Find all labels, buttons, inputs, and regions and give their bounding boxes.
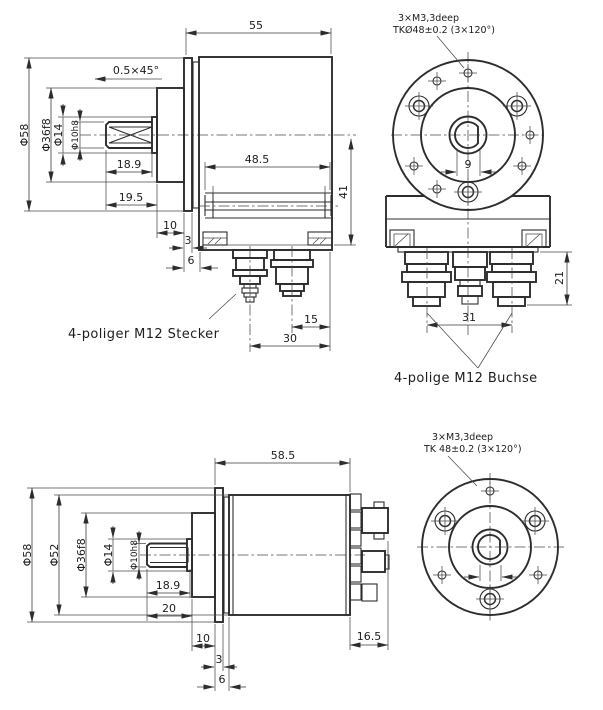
m12-socket-right bbox=[486, 248, 537, 333]
top-side-view: 55 0.5×45° Φ58 Φ36f8 Φ14 Φ10h8 bbox=[18, 19, 356, 352]
shaft bbox=[105, 116, 158, 154]
dim-15: 15 bbox=[304, 313, 318, 326]
flange-outline bbox=[421, 478, 559, 616]
plug-label: 4-poliger M12 Stecker bbox=[68, 327, 220, 342]
chamfer-note: 0.5×45° bbox=[113, 64, 159, 77]
dim-dia14: Φ14 bbox=[102, 544, 115, 567]
dim-10: 10 bbox=[196, 632, 210, 645]
bottom-side-view: 58.5 Φ58 Φ52 Φ36f8 Φ14 Φ10h8 bbox=[21, 449, 390, 691]
dim-16-5: 16.5 bbox=[357, 630, 382, 643]
m12-plug bbox=[232, 246, 268, 352]
dim-21: 21 bbox=[553, 271, 566, 285]
dim-dia58: Φ58 bbox=[18, 124, 31, 147]
m3-holes bbox=[433, 482, 547, 584]
socket-label: 4-polige M12 Buchse bbox=[394, 371, 538, 386]
m3-holes bbox=[405, 64, 531, 175]
bore-width-dim bbox=[464, 565, 517, 581]
clamp-screws bbox=[405, 92, 531, 206]
dim-18-9: 18.9 bbox=[156, 579, 181, 592]
center-bore bbox=[471, 528, 509, 566]
clamp-screws bbox=[431, 507, 549, 613]
housing-base bbox=[385, 195, 551, 253]
dim-10: 10 bbox=[163, 219, 177, 232]
dim-dia14: Φ14 bbox=[52, 124, 65, 147]
dim-dia36: Φ36f8 bbox=[40, 118, 53, 152]
dim-30: 30 bbox=[283, 332, 297, 345]
dim-dia58: Φ58 bbox=[21, 544, 34, 567]
hole-note-line1: 3×M3,3deep bbox=[398, 13, 459, 24]
dim-55: 55 bbox=[249, 19, 263, 32]
dimensions-top-side: 55 0.5×45° Φ58 Φ36f8 Φ14 Φ10h8 bbox=[18, 19, 356, 351]
center-bore bbox=[448, 115, 488, 155]
hole-note-line2: TK 48±0.2 (3×120°) bbox=[423, 444, 522, 455]
dimensions-top-front: 9 31 21 4-polige M12 Buchse bbox=[394, 150, 572, 386]
dim-20: 20 bbox=[162, 602, 176, 615]
m12-plug-middle bbox=[452, 251, 488, 305]
mounting-feet bbox=[202, 231, 333, 246]
dimensions-bottom-side: 58.5 Φ58 Φ52 Φ36f8 Φ14 Φ10h8 bbox=[21, 449, 389, 691]
hole-note-line2: TKØ48±0.2 (3×120°) bbox=[392, 25, 495, 36]
dim-3: 3 bbox=[216, 653, 223, 666]
dim-18-9: 18.9 bbox=[117, 158, 142, 171]
dim-58-5: 58.5 bbox=[271, 449, 296, 462]
m12-socket bbox=[270, 246, 314, 333]
dim-19-5: 19.5 bbox=[119, 191, 144, 204]
dim-9: 9 bbox=[465, 158, 472, 171]
dim-dia52: Φ52 bbox=[48, 544, 61, 567]
dim-48-5: 48.5 bbox=[245, 153, 270, 166]
dim-41: 41 bbox=[337, 185, 350, 199]
dim-dia10: Φ10h8 bbox=[130, 540, 140, 570]
flange-outline bbox=[392, 59, 544, 211]
dim-31: 31 bbox=[462, 311, 476, 324]
clamp-flange bbox=[214, 487, 224, 623]
secondary-holes bbox=[428, 72, 535, 198]
mounting-rail bbox=[199, 186, 338, 219]
m12-socket-left bbox=[401, 248, 452, 333]
synchro-flange bbox=[183, 57, 193, 212]
top-front-view: 3×M3,3deep TKØ48±0.2 (3×120°) bbox=[385, 13, 572, 386]
note-leader bbox=[447, 455, 478, 487]
dim-dia10: Φ10h8 bbox=[71, 120, 81, 150]
dim-3: 3 bbox=[185, 234, 192, 247]
dim-6: 6 bbox=[219, 673, 226, 686]
square-flange-connector bbox=[361, 507, 389, 534]
m12-connector bbox=[361, 550, 386, 573]
bottom-front-view: 3×M3,3deep TK 48±0.2 (3×120°) bbox=[417, 432, 564, 623]
rear-connectors bbox=[349, 493, 390, 602]
hole-note-line1: 3×M3,3deep bbox=[432, 432, 493, 443]
small-connector bbox=[361, 583, 378, 602]
note-leader bbox=[436, 35, 465, 69]
dim-6: 6 bbox=[188, 254, 195, 267]
dim-dia36: Φ36f8 bbox=[75, 538, 88, 572]
